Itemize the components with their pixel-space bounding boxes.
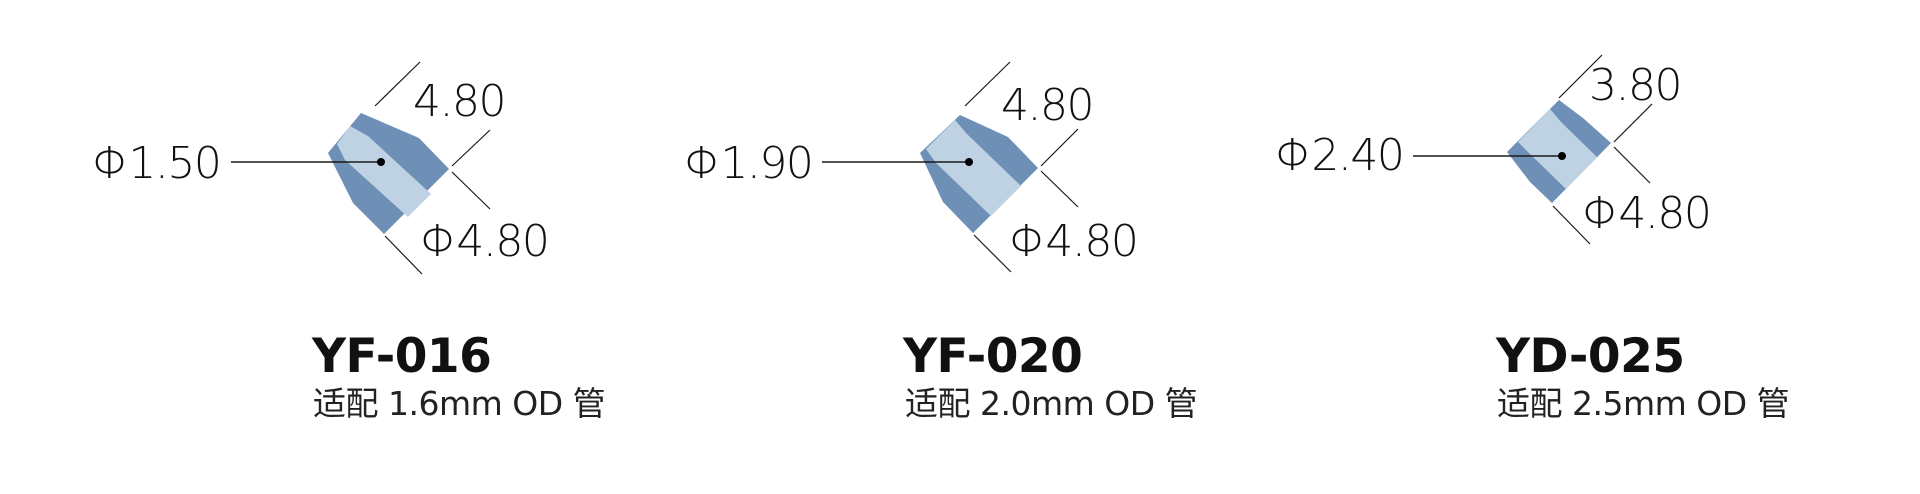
length-label: 3.80 <box>1589 60 1681 111</box>
part-compatibility-subtitle: 适配 2.5mm OD 管 <box>1497 384 1790 423</box>
length-ext-line-top <box>964 61 1011 107</box>
length-label: 4.80 <box>1001 80 1093 131</box>
outer-diameter-label: Φ4.80 <box>1009 216 1137 267</box>
inner-diameter-label: Φ1.90 <box>684 138 812 189</box>
outer-diameter-label: Φ4.80 <box>420 216 548 267</box>
length-ext-line-top <box>374 61 421 107</box>
ferrule-bore-light <box>926 120 1021 216</box>
part-compatibility-subtitle: 适配 2.0mm OD 管 <box>905 384 1198 423</box>
od-ext-line-bottom <box>973 234 1012 273</box>
part-yf-020-drawing: Φ1.90 4.80 Φ4.80 <box>684 61 1139 273</box>
od-ext-line-bottom <box>1552 205 1591 245</box>
outer-diameter-label: Φ4.80 <box>1582 188 1710 239</box>
part-model-title: YF-020 <box>903 329 1083 384</box>
ferrule-bore-light <box>1518 109 1597 189</box>
length-ext-line-right <box>451 129 491 167</box>
inner-diameter-label: Φ1.50 <box>92 138 220 189</box>
length-ext-line-right <box>1040 128 1079 167</box>
ferrule-bore-light <box>337 126 431 217</box>
part-compatibility-subtitle: 适配 1.6mm OD 管 <box>313 384 606 423</box>
od-ext-line-bottom <box>384 235 423 275</box>
leader-dot <box>1558 152 1566 160</box>
part-yf-016-drawing: Φ1.50 4.80 Φ4.80 <box>92 61 550 275</box>
length-ext-line-top <box>1558 54 1603 99</box>
part-model-title: YF-016 <box>312 329 492 384</box>
leader-dot <box>965 158 973 166</box>
od-ext-line-right <box>451 171 491 210</box>
od-ext-line-right <box>1613 146 1651 184</box>
part-yd-025-drawing: Φ2.40 3.80 Φ4.80 <box>1275 54 1712 245</box>
length-label: 4.80 <box>413 76 505 127</box>
od-ext-line-right <box>1040 170 1079 208</box>
length-ext-line-right <box>1613 103 1653 143</box>
part-model-title: YD-025 <box>1496 329 1685 384</box>
leader-dot <box>377 158 385 166</box>
inner-diameter-label: Φ2.40 <box>1275 130 1403 181</box>
